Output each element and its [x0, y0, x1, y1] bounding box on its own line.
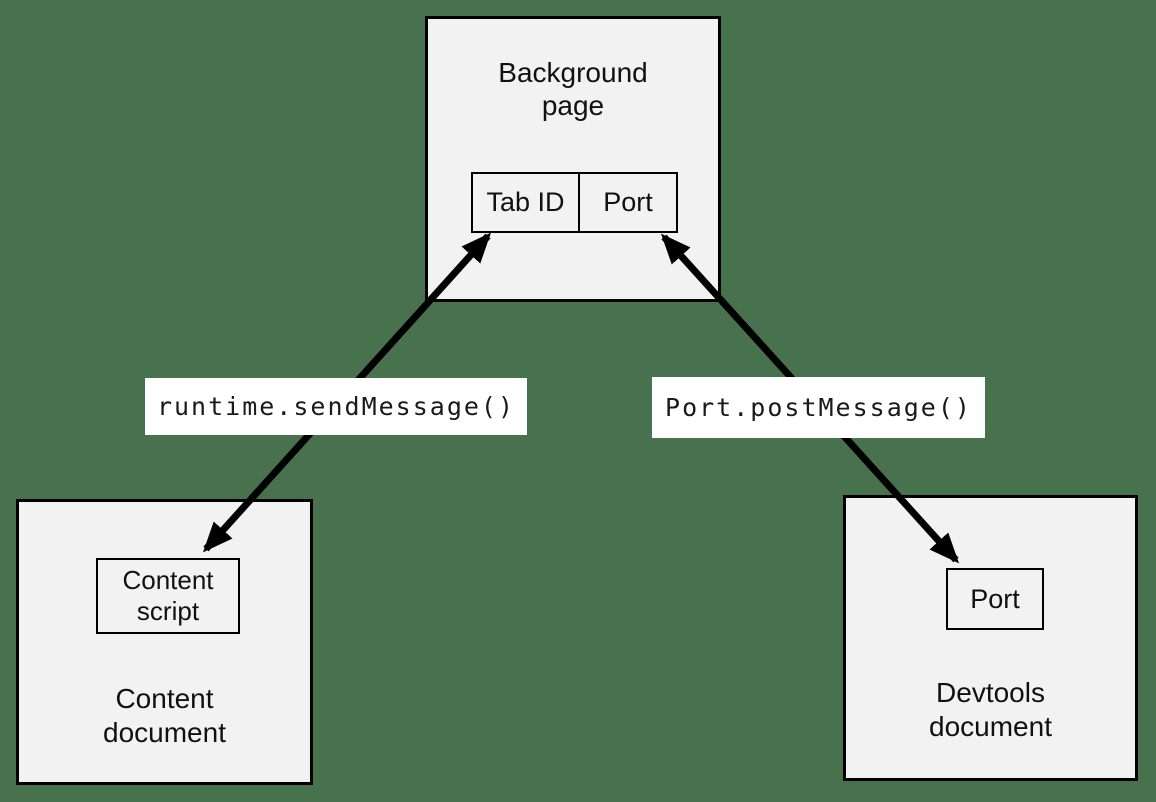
background-page-cells: Tab ID Port — [471, 172, 678, 233]
content-script-box: Content script — [96, 558, 240, 634]
devtools-document-title: Devtools document — [929, 677, 1052, 742]
content-script-label: Content script — [122, 565, 214, 626]
port-postmessage-label: Port.postMessage() — [652, 377, 985, 438]
content-document-title: Content document — [103, 683, 226, 748]
devtools-port-label: Port — [970, 583, 1020, 614]
content-document-box: Content script Content document — [16, 499, 313, 785]
tab-id-cell: Tab ID — [471, 172, 580, 233]
background-page-box: Background page Tab ID Port — [425, 16, 721, 302]
background-port-cell-label: Port — [603, 187, 653, 217]
runtime-sendmessage-label: runtime.sendMessage() — [145, 378, 527, 435]
background-page-title: Background page — [498, 57, 648, 121]
background-port-cell: Port — [578, 172, 678, 233]
devtools-port-box: Port — [946, 568, 1044, 630]
devtools-document-box: Port Devtools document — [843, 495, 1138, 781]
tab-id-cell-label: Tab ID — [486, 187, 565, 217]
